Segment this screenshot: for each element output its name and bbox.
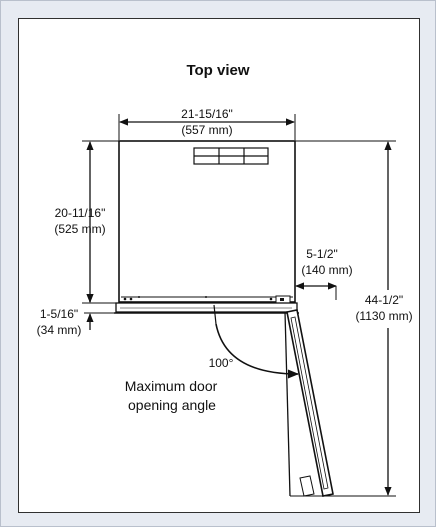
diagram-title: Top view [186,62,249,79]
door-swing-arc [215,323,300,379]
door-note-line2: opening angle [128,397,216,413]
clearance-metric-label: (140 mm) [301,263,352,277]
condenser-vent-grille [193,147,269,165]
door-thickness-imperial-label: 1-5/16" [40,307,78,321]
width-imperial-label: 21-15/16" [181,107,233,121]
depth-metric-label: (525 mm) [54,222,105,236]
refrigerator-body [118,140,296,303]
total-depth-imperial-label: 44-1/2" [365,293,403,307]
clearance-imperial-label: 5-1/2" [306,247,338,261]
door-thickness-metric-label: (34 mm) [37,323,82,337]
refrigerator-door-closed [114,302,299,314]
refrigerator-door-open [284,309,334,497]
door-note-line1: Maximum door [125,378,218,394]
swing-reference-line [213,304,217,325]
depth-imperial-label: 20-11/16" [55,206,106,220]
total-depth-metric-label: (1130 mm) [355,309,412,323]
door-angle-label: 100° [209,356,234,370]
width-metric-label: (557 mm) [181,123,232,137]
